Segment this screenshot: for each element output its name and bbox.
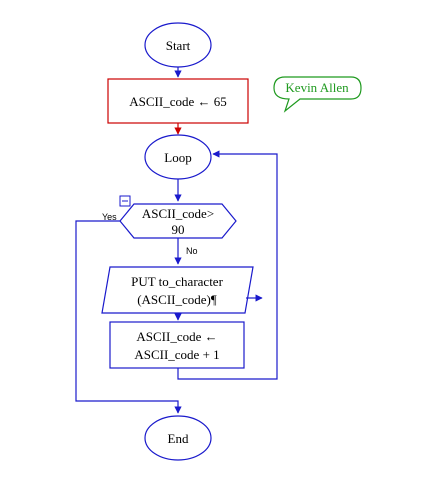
start-node[interactable]: Start <box>144 22 212 68</box>
end-node[interactable]: End <box>144 415 212 461</box>
decision-node[interactable]: ASCII_code> 90 <box>119 203 237 239</box>
decision-label-line2: 90 <box>172 222 185 237</box>
yes-exit-connector <box>75 220 182 414</box>
decision-label-line1: ASCII_code> <box>142 206 214 221</box>
output-label-line2: (ASCII_code)¶ <box>137 292 217 307</box>
increment-label-line2: ASCII_code + 1 <box>134 347 219 362</box>
collapse-box-icon[interactable] <box>119 195 131 207</box>
output-label-line1: PUT to_character <box>131 274 223 289</box>
comment-text: Kevin Allen <box>285 80 349 95</box>
start-label: Start <box>166 38 191 53</box>
init-assignment-label: ASCII_code ← 65 <box>129 94 227 109</box>
output-node[interactable]: PUT to_character (ASCII_code)¶ <box>101 266 254 314</box>
increment-label-line1: ASCII_code ← <box>136 329 217 344</box>
comment-bubble[interactable]: Kevin Allen <box>273 76 362 113</box>
loop-back-connector <box>177 150 278 380</box>
loop-label: Loop <box>164 150 191 165</box>
loop-node[interactable]: Loop <box>144 134 212 180</box>
yes-branch-label: Yes <box>102 212 117 222</box>
no-branch-label: No <box>186 246 198 256</box>
init-assignment-box[interactable]: ASCII_code ← 65 <box>107 78 249 124</box>
increment-box[interactable]: ASCII_code ← ASCII_code + 1 <box>109 321 245 369</box>
end-label: End <box>168 431 189 446</box>
